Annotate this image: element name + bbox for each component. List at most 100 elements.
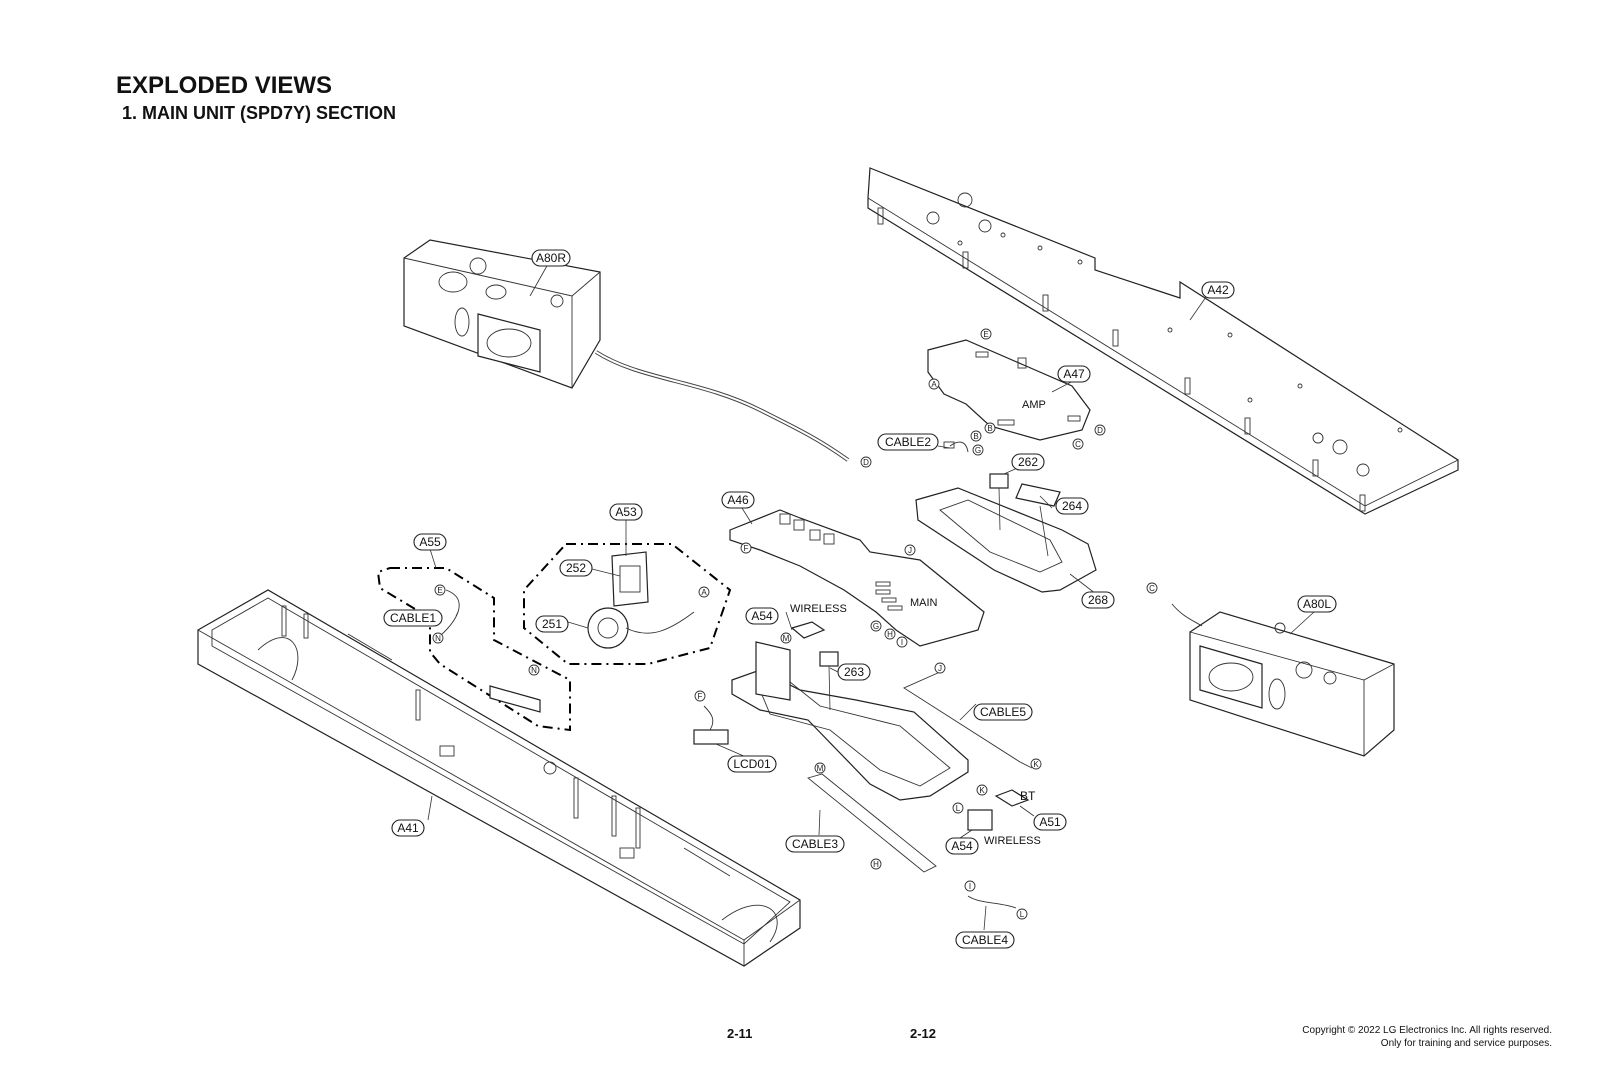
svg-text:H: H bbox=[887, 630, 893, 639]
svg-text:262: 262 bbox=[1018, 455, 1038, 469]
main-board-a46 bbox=[729, 509, 985, 647]
chassis-frame bbox=[731, 641, 969, 801]
label-a53: A53 bbox=[609, 503, 643, 521]
wireless-text-top: WIRELESS bbox=[790, 603, 847, 615]
svg-text:CABLE3: CABLE3 bbox=[792, 837, 838, 851]
cable4-part bbox=[967, 895, 1017, 909]
svg-text:L: L bbox=[956, 804, 961, 813]
label-251: 251 bbox=[535, 615, 569, 633]
svg-text:N: N bbox=[435, 634, 441, 643]
connector-f-lcd: F bbox=[694, 690, 706, 702]
label-cable1: CABLE1 bbox=[383, 609, 443, 627]
svg-text:L: L bbox=[1020, 910, 1025, 919]
svg-text:K: K bbox=[1033, 760, 1039, 769]
connector-d-speaker: D bbox=[860, 456, 872, 468]
cable3-part bbox=[807, 773, 937, 873]
page-number-left: 2-11 bbox=[727, 1026, 753, 1041]
svg-text:J: J bbox=[908, 546, 912, 555]
bottom-case-a41 bbox=[197, 589, 801, 967]
connector-e-amp: E bbox=[980, 328, 992, 340]
label-cable3: CABLE3 bbox=[785, 835, 845, 853]
svg-text:D: D bbox=[863, 458, 869, 467]
connector-k-cable5: K bbox=[1030, 758, 1042, 770]
svg-text:A53: A53 bbox=[615, 505, 637, 519]
svg-text:C: C bbox=[1149, 584, 1155, 593]
svg-text:A: A bbox=[931, 380, 937, 389]
connector-l-cable4: L bbox=[1016, 908, 1028, 920]
copyright-line-2: Only for training and service purposes. bbox=[1380, 1038, 1552, 1049]
svg-text:N: N bbox=[531, 666, 537, 675]
svg-text:B: B bbox=[973, 432, 978, 441]
connector-m-wireless: M bbox=[780, 632, 792, 644]
svg-text:264: 264 bbox=[1062, 499, 1082, 513]
svg-text:CABLE1: CABLE1 bbox=[390, 611, 436, 625]
amp-text: AMP bbox=[1022, 399, 1046, 411]
bt-module-a51 bbox=[994, 789, 1030, 807]
svg-text:268: 268 bbox=[1088, 593, 1108, 607]
connector-b-cable2: B bbox=[970, 430, 982, 442]
connector-g-main: G bbox=[870, 620, 882, 632]
label-a41: A41 bbox=[391, 819, 425, 837]
svg-text:A54: A54 bbox=[951, 839, 973, 853]
top-plate-a42 bbox=[867, 167, 1459, 515]
section-title: 1. MAIN UNIT (SPD7Y) SECTION bbox=[122, 103, 397, 123]
bracket-268 bbox=[915, 473, 1097, 593]
connector-l-wireless: L bbox=[952, 802, 964, 814]
svg-text:M: M bbox=[783, 634, 790, 643]
page-number-right: 2-12 bbox=[910, 1026, 937, 1041]
label-cable5: CABLE5 bbox=[973, 703, 1033, 721]
connector-e-cable1: E bbox=[434, 584, 446, 596]
connector-j-main: J bbox=[904, 544, 916, 556]
label-264: 264 bbox=[1055, 497, 1089, 515]
svg-text:H: H bbox=[873, 860, 879, 869]
svg-text:I: I bbox=[969, 882, 971, 891]
connector-i-cable4: I bbox=[964, 880, 976, 892]
svg-text:A42: A42 bbox=[1207, 283, 1229, 297]
svg-text:A54: A54 bbox=[751, 609, 773, 623]
connector-markers: E A B C D B G D F J G H I A E N N M J K … bbox=[432, 328, 1158, 920]
label-lcd01: LCD01 bbox=[727, 755, 777, 773]
svg-text:C: C bbox=[1075, 440, 1081, 449]
svg-text:251: 251 bbox=[542, 617, 562, 631]
label-a47: A47 bbox=[1057, 365, 1091, 383]
label-a55: A55 bbox=[413, 533, 447, 551]
svg-text:F: F bbox=[744, 544, 749, 553]
connector-i-main: I bbox=[896, 636, 908, 648]
right-speaker-a80r bbox=[403, 239, 850, 462]
svg-text:CABLE5: CABLE5 bbox=[980, 705, 1026, 719]
connector-a-253: A bbox=[698, 586, 710, 598]
label-a51: A51 bbox=[1033, 813, 1067, 831]
connector-c-speaker: C bbox=[1146, 582, 1158, 594]
connector-c-amp: C bbox=[1072, 438, 1084, 450]
svg-text:E: E bbox=[983, 330, 988, 339]
connector-k-bt: K bbox=[976, 784, 988, 796]
svg-text:252: 252 bbox=[566, 561, 586, 575]
svg-text:263: 263 bbox=[844, 665, 864, 679]
svg-text:D: D bbox=[1097, 426, 1103, 435]
label-262: 262 bbox=[1011, 453, 1045, 471]
connector-j-cable5: J bbox=[934, 662, 946, 674]
copyright-notice: Copyright © 2022 LG Electronics Inc. All… bbox=[1302, 1024, 1552, 1050]
copyright-line-1: Copyright © 2022 LG Electronics Inc. All… bbox=[1302, 1025, 1552, 1036]
label-a54-top: A54 bbox=[745, 607, 779, 625]
label-a42: A42 bbox=[1201, 281, 1235, 299]
cable5-part bbox=[903, 671, 1033, 769]
label-a80l: A80L bbox=[1297, 595, 1337, 613]
connector-m-cable3: M bbox=[814, 762, 826, 774]
svg-text:K: K bbox=[979, 786, 985, 795]
svg-text:G: G bbox=[975, 446, 981, 455]
connector-h-main: H bbox=[884, 628, 896, 640]
connector-n-board: N bbox=[528, 664, 540, 676]
wireless-text-bottom: WIRELESS bbox=[984, 835, 1041, 847]
board-texts: AMP MAIN WIRELESS WIRELESS BT bbox=[790, 399, 1046, 847]
speaker-unit-251-252 bbox=[587, 551, 695, 649]
connector-b-amp: B bbox=[984, 422, 996, 434]
svg-text:LCD01: LCD01 bbox=[733, 757, 771, 771]
cable1-part bbox=[439, 589, 541, 713]
lcd-module bbox=[693, 705, 729, 745]
svg-text:B: B bbox=[987, 424, 992, 433]
svg-text:E: E bbox=[437, 586, 442, 595]
svg-text:I: I bbox=[901, 638, 903, 647]
main-text: MAIN bbox=[910, 597, 938, 609]
